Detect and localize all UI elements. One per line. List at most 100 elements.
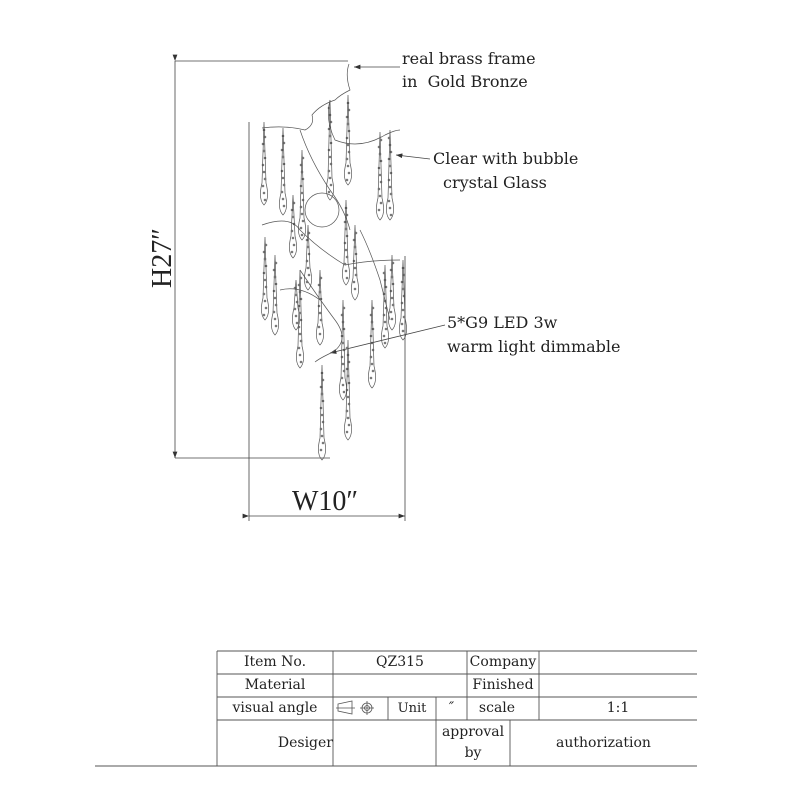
- crystal-drop: [261, 236, 269, 321]
- crystal-drop: [326, 99, 334, 201]
- wall-sconce-illustration: [260, 63, 407, 461]
- bubble-dot: [345, 388, 349, 392]
- bubble-dot: [262, 149, 266, 153]
- bubble-dot: [272, 310, 276, 314]
- bubble-dot: [370, 320, 374, 324]
- bubble-dot: [263, 177, 267, 181]
- bubble-dot: [379, 138, 383, 142]
- bubble-dot: [352, 238, 356, 242]
- bubble-dot: [281, 197, 285, 201]
- bubble-dot: [298, 290, 302, 294]
- bubble-dot: [274, 282, 278, 286]
- bubble-dot: [347, 129, 351, 133]
- bubble-dot: [344, 269, 348, 273]
- bubble-dot: [300, 170, 304, 174]
- bubble-dot: [402, 315, 406, 319]
- bubble-dot: [384, 306, 388, 310]
- bubble-dot: [370, 341, 374, 345]
- bubble-dot: [320, 434, 324, 438]
- bubble-dot: [293, 286, 297, 290]
- bubble-dot: [328, 155, 332, 159]
- bubble-dot: [290, 229, 294, 233]
- bubble-dot: [321, 378, 325, 382]
- bubble-dot: [401, 287, 405, 291]
- brass-branch: [299, 129, 351, 231]
- finished-label: Finished: [472, 677, 534, 693]
- bubble-dot: [319, 276, 323, 280]
- bubble-dot: [345, 346, 349, 350]
- bubble-dot: [383, 278, 387, 282]
- bubble-dot: [299, 205, 303, 209]
- bubble-dot: [264, 285, 268, 289]
- bubble-dot: [340, 313, 344, 317]
- bubble-dot: [345, 255, 349, 259]
- bubble-dot: [379, 159, 383, 163]
- bubble-dot: [327, 106, 331, 110]
- bubble-dot: [388, 206, 392, 210]
- bubble-dot: [353, 266, 357, 270]
- bubble-dot: [370, 362, 374, 366]
- bubble-dot: [345, 276, 349, 280]
- item-no-label: Item No.: [243, 654, 307, 670]
- bubble-dot: [327, 148, 331, 152]
- bubble-dot: [388, 143, 392, 147]
- bubble-dot: [300, 191, 304, 195]
- bubble-dot: [319, 427, 323, 431]
- crystal-drop: [351, 224, 359, 301]
- bubble-dot: [264, 306, 268, 310]
- bubble-dot: [390, 317, 394, 321]
- bubble-dot: [377, 208, 381, 212]
- crystal-drop: [271, 254, 279, 336]
- bubble-dot: [342, 327, 346, 331]
- bubble-dot: [341, 362, 345, 366]
- bubble-dot: [264, 243, 268, 247]
- bubble-dot: [343, 262, 347, 266]
- bubble-dot: [320, 392, 324, 396]
- brass-branch: [299, 269, 343, 363]
- bubble-dot: [307, 273, 311, 277]
- crystal-drop: [376, 131, 384, 221]
- bubble-dot: [263, 257, 267, 261]
- bubble-dot: [345, 178, 349, 182]
- bubble-dot: [345, 367, 349, 371]
- bubble-dot: [401, 266, 405, 270]
- bubble-dot: [301, 219, 305, 223]
- bubble-dot: [346, 122, 350, 126]
- bubble-dot: [377, 187, 381, 191]
- bubble-dot: [346, 374, 350, 378]
- bubble-dot: [299, 226, 303, 230]
- bubble-dot: [354, 273, 358, 277]
- bubble-dot: [321, 441, 325, 445]
- bubble-dot: [262, 292, 266, 296]
- bubble-dot: [301, 177, 305, 181]
- bubble-dot: [294, 293, 298, 297]
- bubble-dot: [290, 250, 294, 254]
- bubble-dot: [299, 297, 303, 301]
- unit-label: Unit: [397, 701, 427, 716]
- bubble-dot: [378, 173, 382, 177]
- bubble-dot: [345, 157, 349, 161]
- crystal-drop: [388, 254, 396, 331]
- bubble-dot: [371, 369, 375, 373]
- title-block-grid: [95, 650, 697, 767]
- bubble-dot: [261, 163, 265, 167]
- crystal-drop: [339, 299, 347, 401]
- bubble-dot: [291, 236, 295, 240]
- bubble-dot: [383, 320, 387, 324]
- brass-branch: [279, 288, 321, 301]
- bubble-dot: [341, 383, 345, 387]
- bulb-leader: [329, 324, 446, 354]
- bubble-dot: [389, 192, 393, 196]
- bubble-dot: [299, 360, 303, 364]
- frame-note-line1: real brass frame: [402, 49, 536, 68]
- bubble-dot: [327, 169, 331, 173]
- crystal-drop: [386, 129, 394, 221]
- bubble-dot: [321, 420, 325, 424]
- bubble-dot: [401, 329, 405, 333]
- bubble-dot: [346, 143, 350, 147]
- crystal-drop: [344, 339, 352, 441]
- bulb-note-line1: 5*G9 LED 3w: [447, 313, 558, 332]
- bubble-dot: [329, 141, 333, 145]
- bubble-dot: [391, 261, 395, 265]
